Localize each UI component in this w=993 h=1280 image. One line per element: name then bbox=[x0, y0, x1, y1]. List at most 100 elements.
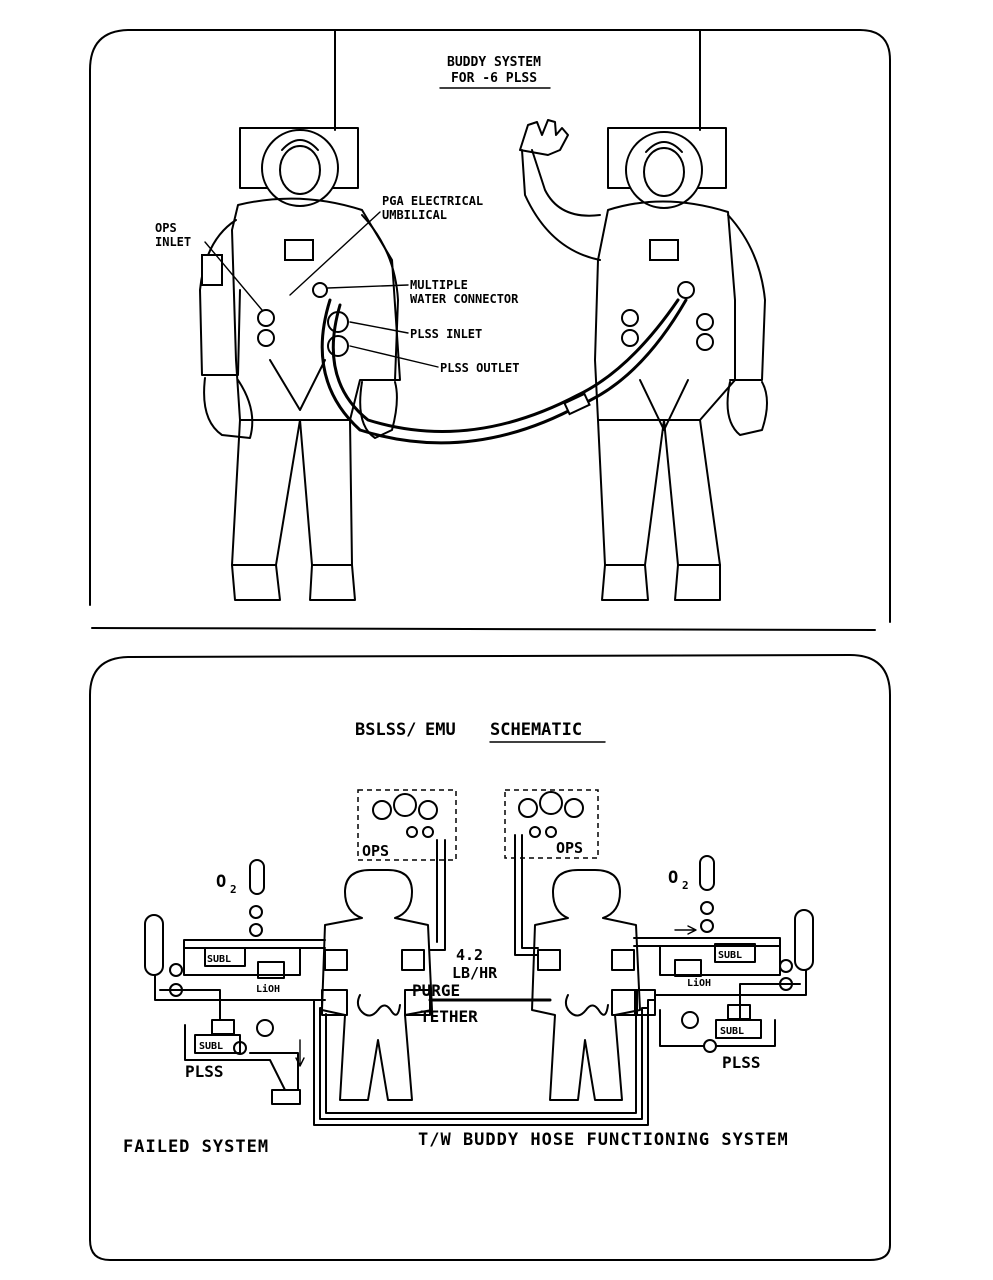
subl-left-bottom-label: SUBL bbox=[199, 1041, 223, 1052]
left-glove-right bbox=[359, 381, 398, 439]
right-helmet bbox=[625, 131, 703, 209]
buddy-hose-loop-outer bbox=[313, 999, 656, 1126]
right-flow-arrow bbox=[674, 925, 697, 935]
ops-box-right bbox=[504, 789, 599, 859]
bottom-title-part3: SCHEMATIC bbox=[490, 720, 582, 740]
right-face bbox=[643, 147, 685, 197]
left-boots bbox=[231, 564, 356, 601]
lioh-box-left bbox=[257, 961, 285, 979]
right-chest-box bbox=[649, 239, 679, 261]
right-boots bbox=[601, 564, 721, 601]
left-arm-right bbox=[361, 214, 399, 381]
left-connector-2 bbox=[257, 329, 275, 347]
top-panel-bottom-edge bbox=[91, 627, 876, 631]
label-mwc-line2: WATER CONNECTOR bbox=[410, 292, 519, 306]
left-cap bbox=[281, 139, 319, 151]
subl-right-bottom-label: SUBL bbox=[720, 1026, 744, 1037]
right-plss-exhaust bbox=[659, 1009, 776, 1047]
right-water-connector bbox=[677, 281, 695, 299]
buddy-hose-loop-inner bbox=[319, 1007, 649, 1120]
flow-unit-label: LB/HR bbox=[452, 964, 498, 982]
caption-functioning-system: T/W BUDDY HOSE FUNCTIONING SYSTEM bbox=[418, 1130, 789, 1150]
ops-tank-left bbox=[372, 793, 438, 838]
left-ops-pouch bbox=[201, 254, 223, 286]
label-pga-line1: PGA ELECTRICAL bbox=[382, 194, 483, 208]
o2-left-label: O bbox=[216, 872, 226, 892]
right-raised-arm-outer bbox=[531, 149, 601, 217]
subl-box-left-bottom bbox=[194, 1034, 241, 1054]
buddy-hose-coupler bbox=[563, 392, 591, 416]
left-water-connector bbox=[312, 282, 328, 298]
right-water-tank bbox=[794, 909, 814, 971]
body-silhouette-right bbox=[531, 869, 641, 1101]
o2-left-sub: 2 bbox=[230, 883, 237, 896]
right-cap bbox=[645, 141, 683, 153]
label-ops-inlet-line1: OPS bbox=[155, 221, 177, 235]
right-raised-arm-inner bbox=[521, 149, 601, 261]
ops-right-label: OPS bbox=[556, 839, 583, 857]
right-front-pocket bbox=[639, 379, 689, 431]
left-front-pocket bbox=[269, 359, 326, 411]
buddy-hose-outer bbox=[320, 298, 688, 445]
purge-label: PURGE bbox=[412, 981, 460, 1000]
left-plss-schematic: O 2 SUBL LiOH SUBL PLSS bbox=[144, 859, 326, 1105]
left-face bbox=[279, 145, 321, 195]
right-legs bbox=[597, 419, 721, 566]
tether-label: TETHER bbox=[420, 1007, 478, 1026]
subl-right-top-label: SUBL bbox=[718, 950, 742, 961]
left-water-tank bbox=[144, 914, 164, 976]
leader-pga bbox=[289, 211, 381, 296]
buddy-hose-inner bbox=[331, 298, 680, 433]
label-ops-inlet-line2: INLET bbox=[155, 235, 191, 249]
right-connector-2 bbox=[621, 329, 639, 347]
left-helmet bbox=[261, 129, 339, 207]
left-pump-box bbox=[211, 1019, 235, 1035]
ops-feed-right-2 bbox=[521, 834, 539, 949]
subl-box-left-top bbox=[204, 947, 246, 967]
ops-feed-left bbox=[429, 839, 446, 951]
leader-mwc bbox=[327, 284, 409, 289]
left-glove-left bbox=[203, 377, 254, 439]
o2-tank-right bbox=[699, 855, 715, 891]
o2-tank-left bbox=[249, 859, 265, 895]
lioh-box-right bbox=[674, 959, 702, 977]
ops-tank-right bbox=[518, 791, 584, 838]
flow-value-label: 4.2 bbox=[456, 946, 483, 964]
left-legs bbox=[231, 419, 353, 566]
left-torso bbox=[231, 197, 401, 421]
left-flow-arrow bbox=[295, 1039, 305, 1067]
ops-feed-right bbox=[514, 834, 539, 956]
right-torso bbox=[594, 200, 736, 421]
label-mwc-line1: MULTIPLE bbox=[410, 278, 468, 292]
right-plss-lower-lines bbox=[654, 969, 807, 1019]
bottom-panel: BSLSS/ EMU SCHEMATIC OPS OPS bbox=[89, 654, 891, 1261]
label-pga-line2: UMBILICAL bbox=[382, 208, 447, 222]
label-plss-outlet: PLSS OUTLET bbox=[440, 361, 519, 375]
ops-box-left bbox=[357, 789, 457, 861]
lioh-right-label: LiOH bbox=[687, 977, 711, 989]
right-connector-3 bbox=[696, 313, 714, 331]
top-title-line2: FOR -6 PLSS bbox=[451, 71, 537, 86]
left-chest-box bbox=[284, 239, 314, 261]
o2-right-label: O bbox=[668, 868, 678, 888]
subl-left-top-label: SUBL bbox=[207, 954, 231, 965]
right-plss-loop bbox=[633, 937, 781, 976]
right-connector-1 bbox=[621, 309, 639, 327]
right-waving-hand bbox=[519, 119, 569, 156]
left-exhaust-box bbox=[271, 1089, 301, 1105]
plss-right-label: PLSS bbox=[722, 1053, 761, 1072]
lioh-left-label: LiOH bbox=[256, 983, 280, 995]
left-astronaut-figure bbox=[199, 29, 401, 601]
buddy-hose-loop-inner-2 bbox=[325, 1013, 637, 1114]
right-connector-4 bbox=[696, 333, 714, 351]
top-title-line1: BUDDY SYSTEM bbox=[447, 55, 541, 70]
leader-plss-outlet bbox=[349, 345, 439, 368]
bottom-title-part2: EMU bbox=[425, 720, 456, 740]
right-glove bbox=[726, 381, 768, 436]
top-panel: BUDDY SYSTEM FOR -6 PLSS bbox=[89, 29, 891, 631]
left-connector-1 bbox=[257, 309, 275, 327]
right-astronaut-figure bbox=[519, 29, 768, 601]
connector-blocks-left bbox=[321, 949, 431, 1017]
plss-left-label: PLSS bbox=[185, 1062, 224, 1081]
